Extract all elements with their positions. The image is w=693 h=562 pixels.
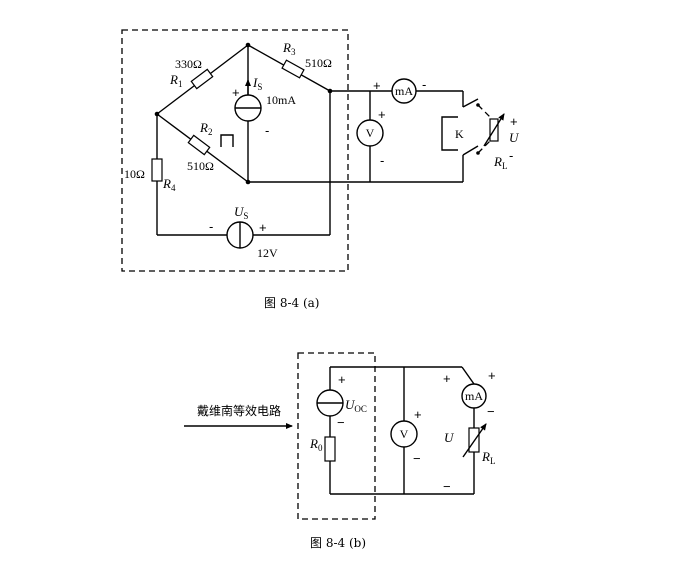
load-resistor-rl-a — [483, 113, 505, 147]
ammeter-b-minus: − — [487, 404, 495, 419]
voltmeter-b-plus: + — [414, 407, 422, 422]
us-minus: - — [209, 219, 213, 234]
us-label: US — [234, 204, 248, 221]
thevenin-wires — [329, 366, 475, 495]
r3-value: 510Ω — [305, 56, 332, 70]
u-label-b: U — [444, 430, 455, 445]
switch-k: K — [441, 91, 491, 182]
network-boundary-b — [297, 352, 376, 520]
ammeter-plus: + — [373, 78, 381, 93]
uoc-minus: − — [337, 415, 345, 430]
voltmeter-b-minus: − — [413, 451, 421, 466]
svg-text:mA: mA — [395, 84, 413, 98]
rl-label-a: RL — [493, 154, 507, 171]
r1-value: 330Ω — [175, 57, 202, 71]
svg-text:mA: mA — [465, 389, 483, 403]
r1-label: R1 — [169, 72, 182, 89]
caption-a: 图 8-4 (a) — [264, 296, 319, 310]
resistor-r3 — [281, 59, 305, 79]
is-value: 10mA — [266, 93, 296, 107]
u-plus: + — [510, 114, 518, 129]
u-b-minus: − — [443, 479, 451, 494]
voltage-source-uoc — [316, 389, 344, 417]
u-b-plus: + — [443, 371, 451, 386]
caption-b: 图 8-4 (b) — [310, 536, 366, 550]
is-label: IS — [252, 75, 262, 92]
ammeter-minus: - — [422, 77, 426, 92]
r4-label: R4 — [162, 176, 176, 193]
us-plus: + — [259, 220, 267, 235]
resistor-r2 — [187, 134, 211, 156]
junction-nodes — [154, 42, 333, 185]
is-minus: - — [265, 123, 269, 138]
voltage-source-us — [226, 221, 254, 249]
figure-a: 330Ω R1 R3 510Ω R2 510Ω 10Ω R4 + - IS 10… — [121, 29, 520, 310]
r3-label: R3 — [282, 40, 296, 57]
load-resistor-rl-b — [462, 423, 487, 458]
svg-text:K: K — [455, 127, 464, 141]
svg-text:V: V — [366, 126, 375, 140]
current-source-is — [234, 79, 262, 122]
voltmeter-plus: + — [378, 107, 386, 122]
uoc-plus: + — [338, 372, 346, 387]
u-label-a: U — [509, 130, 520, 145]
is-plus: + — [232, 85, 240, 100]
r0-label: R0 — [309, 436, 323, 453]
resistor-r4 — [151, 158, 163, 182]
rl-label-b: RL — [481, 449, 495, 466]
r2-value: 510Ω — [187, 159, 214, 173]
voltmeter-a: V — [356, 119, 384, 147]
r4-value: 10Ω — [124, 167, 145, 181]
us-value: 12V — [257, 246, 278, 260]
svg-text:V: V — [400, 427, 409, 441]
ammeter-b: mA — [461, 383, 487, 409]
ammeter-b-plus: + — [488, 368, 496, 383]
resistor-r1 — [190, 68, 214, 90]
network-boundary-a — [121, 29, 349, 272]
voltmeter-b: V — [390, 420, 418, 448]
arrow-text: 戴维南等效电路 — [197, 403, 281, 418]
r2-bracket — [220, 134, 234, 147]
resistor-r0 — [324, 436, 336, 462]
u-minus: - — [509, 148, 513, 163]
ammeter-a: mA — [391, 78, 417, 104]
uoc-label: UOC — [345, 397, 367, 414]
figure-b: + − UOC R0 V + − mA + − RL + U − 戴维南等效电路 — [184, 352, 496, 550]
r2-label: R2 — [199, 120, 212, 137]
voltmeter-minus: - — [380, 153, 384, 168]
